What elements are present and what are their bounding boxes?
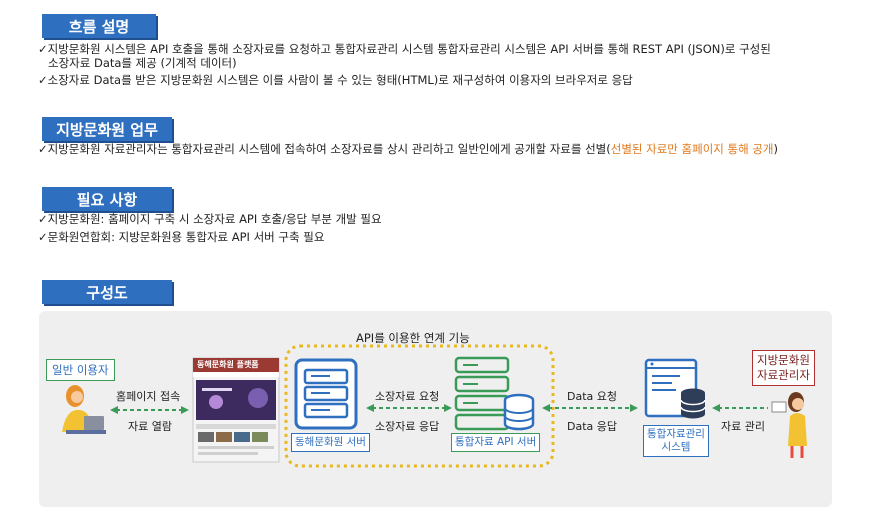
data-request-label: Data 요청 bbox=[567, 388, 617, 404]
connector-api-mgmt bbox=[542, 404, 638, 412]
admin-action-label: 자료 관리 bbox=[721, 418, 765, 434]
general-user-label: 일반 이용자 bbox=[46, 359, 115, 381]
site-title-label: 동해문화원 플랫폼 bbox=[197, 359, 259, 370]
connector-server-api bbox=[366, 404, 452, 412]
website-thumbnail bbox=[193, 358, 279, 462]
admin-person-icon bbox=[772, 392, 807, 458]
management-system-label: 통합자료관리 시스템 bbox=[643, 425, 709, 457]
site-server-label: 동해문화원 서버 bbox=[291, 433, 370, 452]
data-view-label: 자료 열람 bbox=[128, 418, 172, 434]
management-system-line1: 통합자료관리 bbox=[647, 428, 705, 441]
api-caption: API를 이용한 연계 기능 bbox=[356, 330, 470, 346]
general-user-icon bbox=[62, 385, 106, 434]
connector-admin-mgmt bbox=[712, 404, 768, 412]
response-label: 소장자료 응답 bbox=[375, 418, 439, 434]
management-system-line2: 시스템 bbox=[647, 441, 705, 454]
request-label: 소장자료 요청 bbox=[375, 388, 439, 404]
admin-label-line2: 자료관리자 bbox=[757, 368, 810, 383]
management-system-icon bbox=[646, 360, 705, 419]
home-access-label: 홈페이지 접속 bbox=[116, 388, 180, 404]
admin-label-line1: 지방문화원 bbox=[757, 353, 810, 368]
site-server-icon bbox=[296, 360, 356, 428]
api-server-label: 통합자료 API 서버 bbox=[451, 433, 540, 452]
api-server-icon bbox=[456, 358, 533, 429]
connector-user-site bbox=[110, 406, 189, 414]
data-response-label: Data 응답 bbox=[567, 418, 617, 434]
admin-label: 지방문화원 자료관리자 bbox=[752, 350, 815, 386]
